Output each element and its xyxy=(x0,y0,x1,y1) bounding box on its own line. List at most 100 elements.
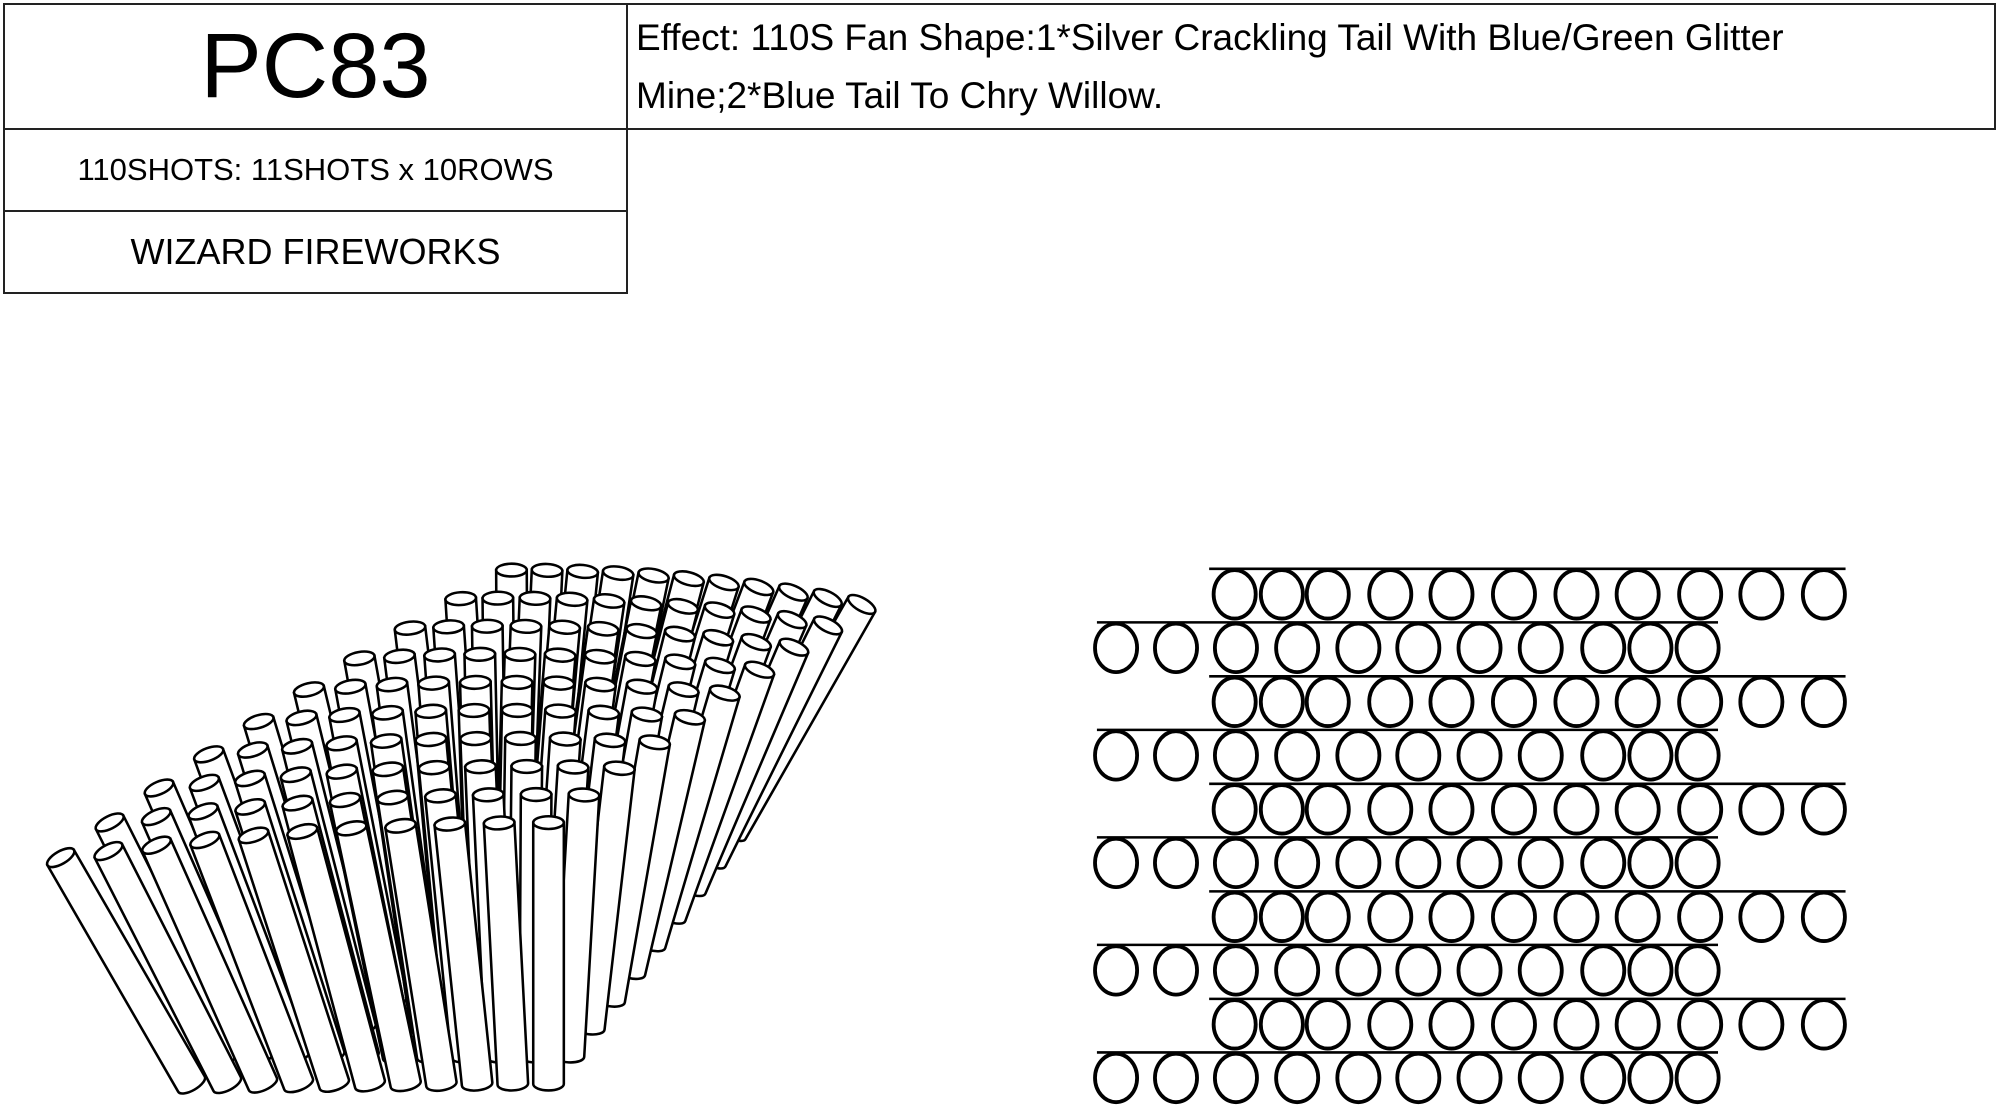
brand-name: WIZARD FIREWORKS xyxy=(130,231,501,272)
tube-circle xyxy=(1304,568,1351,621)
tube-opening xyxy=(638,734,672,751)
tube-circle xyxy=(1456,944,1503,997)
tube-opening xyxy=(556,759,590,775)
tube-opening xyxy=(592,592,626,609)
tube-circle xyxy=(1738,890,1785,943)
tube-opening xyxy=(93,840,124,862)
tube-opening xyxy=(375,676,409,693)
layout-row xyxy=(1093,1051,1721,1105)
layout-row xyxy=(1093,836,1721,890)
tube-opening xyxy=(343,650,376,667)
tube-opening xyxy=(237,826,270,845)
tube-circle xyxy=(1677,890,1724,943)
tube-circle xyxy=(1553,675,1600,728)
fan-tubes-illustration xyxy=(45,562,877,1095)
tube-opening xyxy=(328,706,361,724)
tube xyxy=(237,826,351,1093)
tube-circle xyxy=(1212,729,1259,782)
tube-circle xyxy=(1335,729,1382,782)
tube-circle xyxy=(1800,998,1847,1051)
tube-circle xyxy=(1580,729,1627,782)
effect-line-2: Mine;2*Blue Tail To Chry Willow. xyxy=(636,74,1164,116)
tube-circle xyxy=(1677,998,1724,1051)
tube-circle xyxy=(1738,568,1785,621)
tube-opening xyxy=(463,646,497,662)
tube-opening xyxy=(812,615,844,636)
tube-opening xyxy=(444,590,478,607)
tube-opening xyxy=(776,609,808,630)
tube-opening xyxy=(188,773,221,793)
tube-opening xyxy=(94,812,125,833)
tube-circle xyxy=(1456,621,1503,675)
layout-row xyxy=(1093,621,1721,675)
tube-opening xyxy=(432,619,466,635)
tube-circle xyxy=(1335,621,1382,675)
tube-circle xyxy=(1674,944,1721,997)
tube-opening xyxy=(463,759,498,775)
tube-circle xyxy=(1517,836,1564,890)
tube-circle xyxy=(1274,621,1321,675)
tube-circle xyxy=(1456,836,1503,890)
tube-opening xyxy=(423,788,457,804)
tube-opening xyxy=(192,745,225,764)
layout-row xyxy=(1209,675,1847,728)
tube-opening xyxy=(708,684,741,702)
tube-opening xyxy=(45,846,76,869)
tube-opening xyxy=(593,732,627,749)
tube xyxy=(93,840,243,1095)
tube-opening xyxy=(189,830,221,850)
tube-opening xyxy=(187,802,219,821)
tube-circle xyxy=(1153,729,1199,782)
tube-circle xyxy=(1627,944,1674,997)
tube-opening xyxy=(586,620,620,637)
tube-circle xyxy=(1093,944,1140,997)
tube-opening xyxy=(325,735,358,752)
tube-opening xyxy=(519,786,553,803)
tube-circle xyxy=(1517,944,1564,997)
product-code: PC83 xyxy=(200,15,431,117)
tube-opening xyxy=(382,648,416,665)
tube-circle xyxy=(1580,836,1627,890)
tube xyxy=(140,835,279,1094)
tube-circle xyxy=(1211,675,1258,728)
tube-opening xyxy=(583,648,617,665)
tube-circle xyxy=(1614,568,1661,621)
tube-circle xyxy=(1367,998,1414,1051)
tube-opening xyxy=(567,787,601,803)
tube-circle xyxy=(1517,1051,1564,1105)
tube-opening xyxy=(279,766,312,784)
tube-opening xyxy=(458,674,492,691)
tube-circle xyxy=(1335,1051,1382,1105)
tube-opening xyxy=(667,681,700,698)
tube-opening xyxy=(778,637,810,657)
tube-circle xyxy=(1274,729,1321,782)
tube-opening xyxy=(530,562,564,579)
layout-row xyxy=(1093,728,1721,782)
tube-opening xyxy=(740,632,773,652)
tube-circle xyxy=(1335,836,1382,890)
tube-opening xyxy=(707,573,740,592)
tube xyxy=(433,816,494,1092)
tube-circle xyxy=(1211,998,1258,1051)
tube-circle xyxy=(1304,783,1351,836)
tube-circle xyxy=(1258,783,1305,836)
tube-circle xyxy=(1212,944,1259,997)
tube-circle xyxy=(1517,621,1564,675)
effect-line-1: Effect: 110S Fan Shape:1*Silver Cracklin… xyxy=(636,16,1784,58)
tube-opening xyxy=(292,681,326,698)
tube-circle xyxy=(1153,1051,1199,1105)
tube-opening xyxy=(369,733,403,749)
tube-circle xyxy=(1800,568,1847,621)
tube-circle xyxy=(1212,621,1259,675)
tube-circle xyxy=(1428,783,1475,836)
tube-opening xyxy=(325,763,359,780)
tube-opening xyxy=(702,628,735,647)
tube-opening xyxy=(664,653,697,671)
tube-circle xyxy=(1304,675,1351,728)
tube-opening xyxy=(625,678,659,695)
brand-cell: WIZARD FIREWORKS xyxy=(3,210,628,294)
tube-opening xyxy=(584,676,617,693)
tube-circle xyxy=(1304,998,1351,1051)
tube-opening xyxy=(423,647,457,663)
tube-circle xyxy=(1395,1051,1442,1105)
